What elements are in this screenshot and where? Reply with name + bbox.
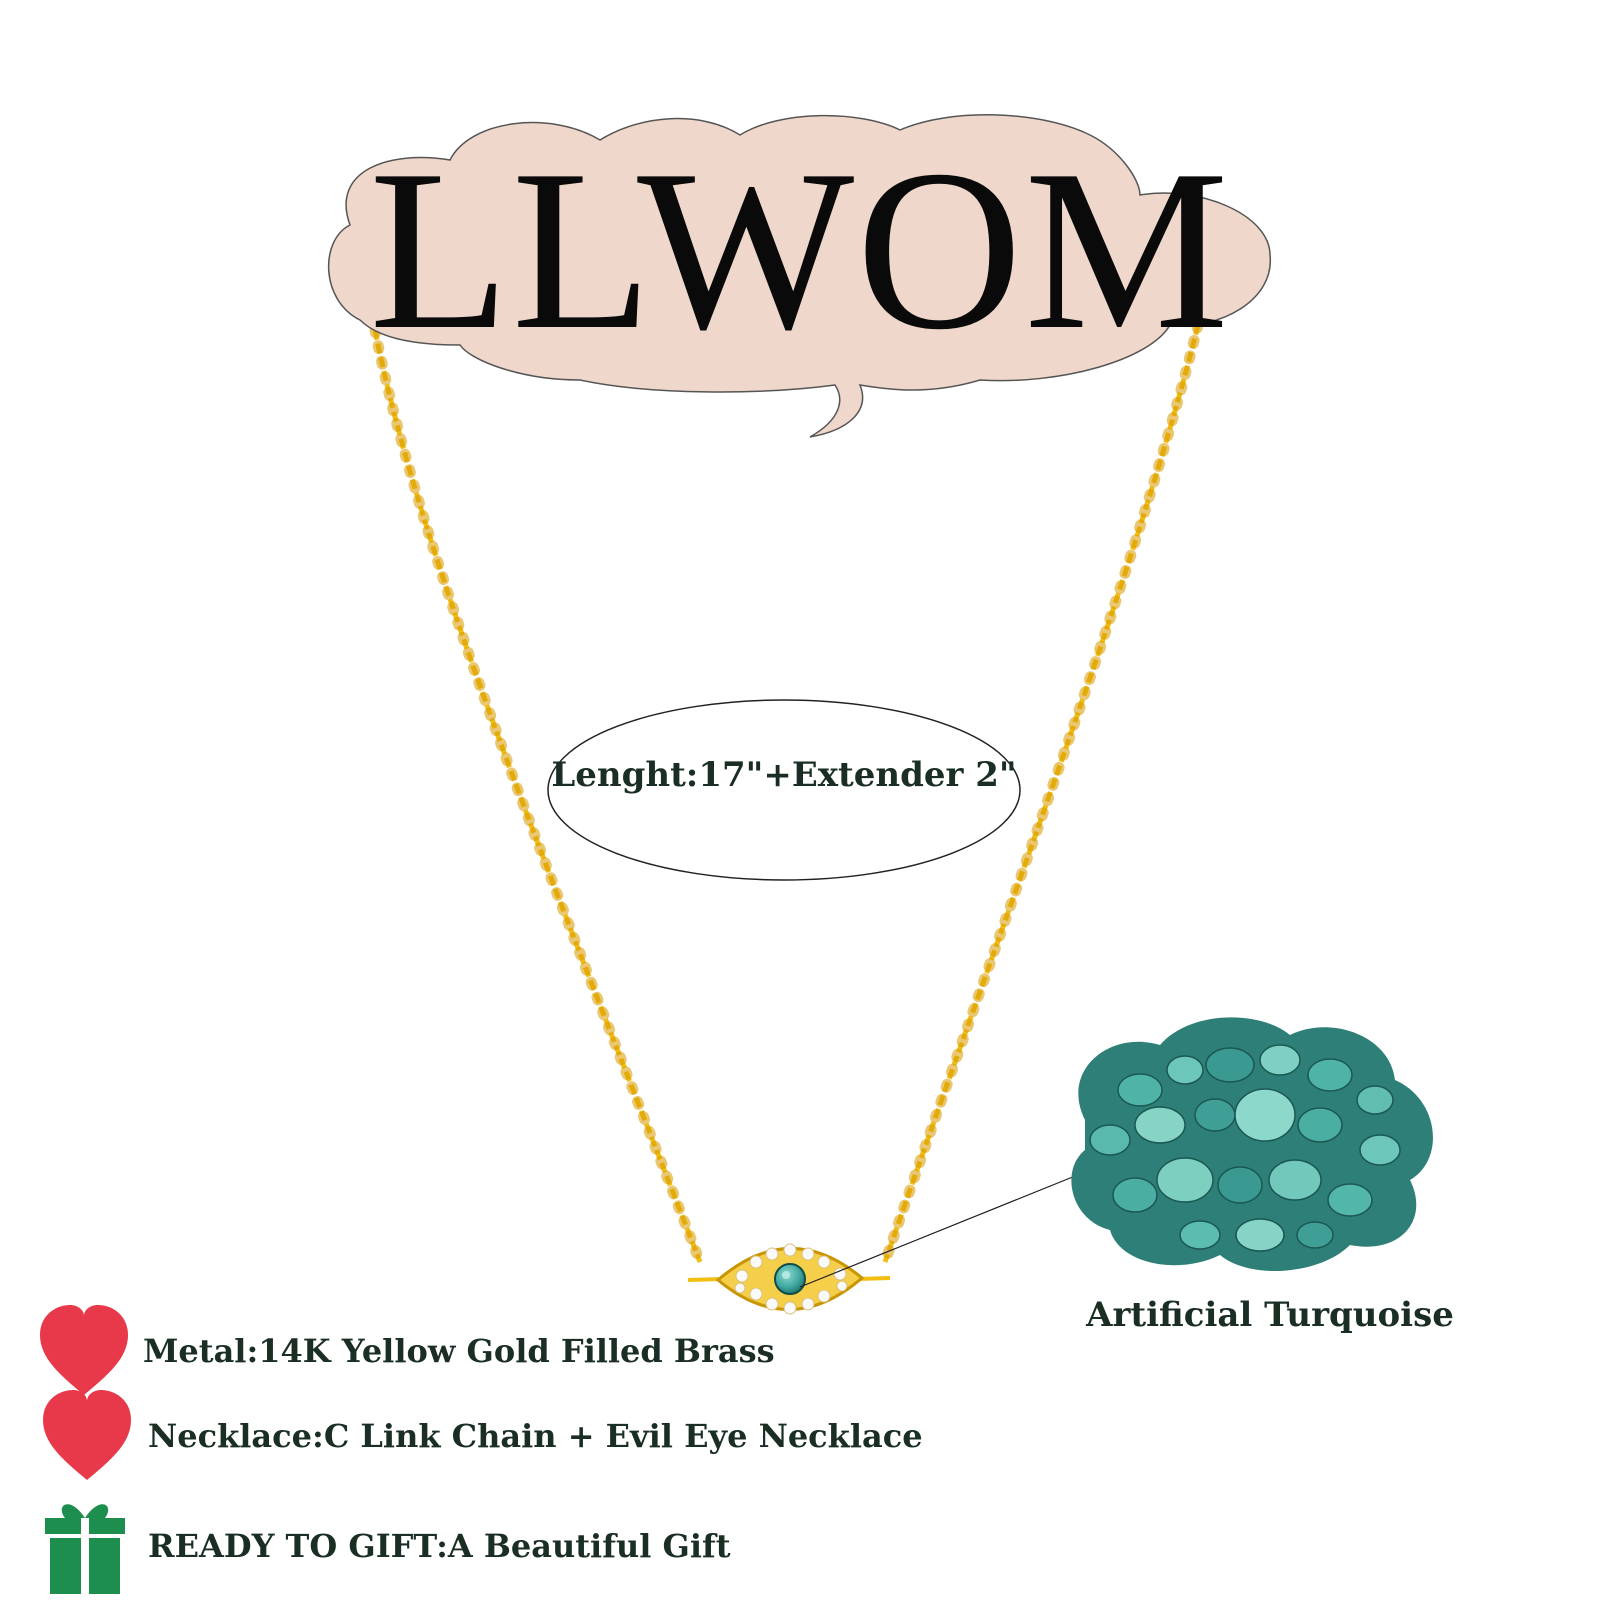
heart-icon	[43, 1390, 131, 1480]
feature-necklace: Necklace:C Link Chain + Evil Eye Necklac…	[148, 1417, 923, 1455]
brand-logo: LLWOM	[369, 122, 1231, 377]
necklace-chain-left-links	[369, 324, 706, 1268]
gift-icon	[45, 1504, 125, 1594]
pointer-line	[799, 1169, 1091, 1288]
length-ellipse	[547, 699, 1021, 881]
heart-icon	[40, 1305, 128, 1395]
evil-eye-pendant	[687, 1243, 891, 1315]
feature-gift: READY TO GIFT:A Beautiful Gift	[148, 1527, 731, 1565]
feature-metal: Metal:14K Yellow Gold Filled Brass	[143, 1332, 775, 1370]
brand-cloud	[328, 114, 1271, 438]
length-label: Lenght:17"+Extender 2"	[551, 755, 1017, 795]
turquoise-stones-image	[1071, 1017, 1433, 1272]
necklace-chain-right-links	[879, 319, 1204, 1268]
stone-label: Artificial Turquoise	[1086, 1295, 1454, 1335]
